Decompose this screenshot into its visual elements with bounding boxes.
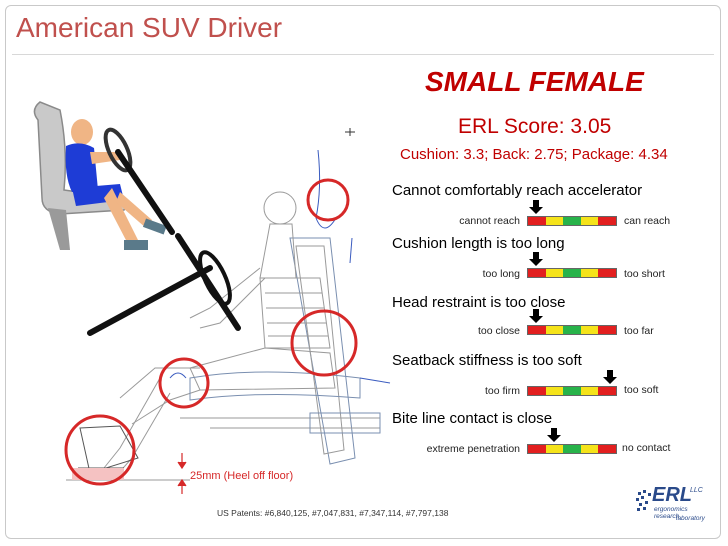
erl-score: ERL Score: 3.05 <box>458 115 612 138</box>
scale-left-label: too firm <box>484 385 520 397</box>
scale-right-label: too short <box>624 268 665 280</box>
erl-logo: ERL LLC ergonomics research laboratory <box>636 484 706 526</box>
rating-scale <box>527 325 617 335</box>
logo-brand: ERL <box>652 484 692 506</box>
scale-right-label: no contact <box>622 442 671 454</box>
finding-heading-head-restraint: Head restraint is too close <box>392 294 566 311</box>
highlight-circle-thigh <box>158 357 210 409</box>
highlight-circle-back <box>290 309 358 377</box>
logo-suffix: LLC <box>690 487 703 494</box>
highlight-circle-head <box>306 178 350 222</box>
scale-right-label: too far <box>624 325 654 337</box>
scale-left-label: extreme penetration <box>426 443 520 455</box>
slide-title: American SUV Driver <box>16 12 283 43</box>
title-divider <box>12 54 714 55</box>
slide-frame <box>5 5 721 539</box>
logo-line1: ergonomics research <box>654 506 688 520</box>
rating-scale <box>527 268 617 278</box>
driver-figure-illustration <box>33 101 175 250</box>
rating-scale <box>527 386 617 396</box>
finding-heading-bite-line: Bite line contact is close <box>392 410 553 427</box>
rating-scale <box>527 444 617 454</box>
scale-left-label: cannot reach <box>459 215 520 227</box>
finding-heading-cushion-length: Cushion length is too long <box>392 235 565 252</box>
pointer-arrow-icon <box>529 309 543 323</box>
rating-scale <box>527 216 617 226</box>
heel-dimension-note: 25mm (Heel off floor) <box>190 470 294 482</box>
finding-heading-seatback-stiffness: Seatback stiffness is too soft <box>392 352 582 369</box>
highlight-circle-heel <box>64 414 136 486</box>
erl-logo-icon <box>636 490 651 511</box>
pointer-arrow-icon <box>602 370 617 384</box>
scale-right-label: can reach <box>624 215 671 227</box>
scale-right-label: too soft <box>624 384 659 396</box>
pointer-arrow-icon <box>547 428 561 442</box>
pointer-arrow-icon <box>529 200 543 214</box>
score-breakdown: Cushion: 3.3; Back: 2.75; Package: 4.34 <box>400 146 668 163</box>
pointer-arrow-icon <box>529 252 543 266</box>
scale-left-label: too long <box>482 268 520 280</box>
logo-line2: laboratory <box>676 515 705 522</box>
scale-left-label: too close <box>477 325 520 337</box>
subject-label: SMALL FEMALE <box>425 66 644 97</box>
patents-footer: US Patents: #6,840,125, #7,047,831, #7,3… <box>217 508 449 518</box>
finding-heading-accelerator: Cannot comfortably reach accelerator <box>392 182 643 199</box>
seat-drawing-illustration <box>64 128 391 494</box>
